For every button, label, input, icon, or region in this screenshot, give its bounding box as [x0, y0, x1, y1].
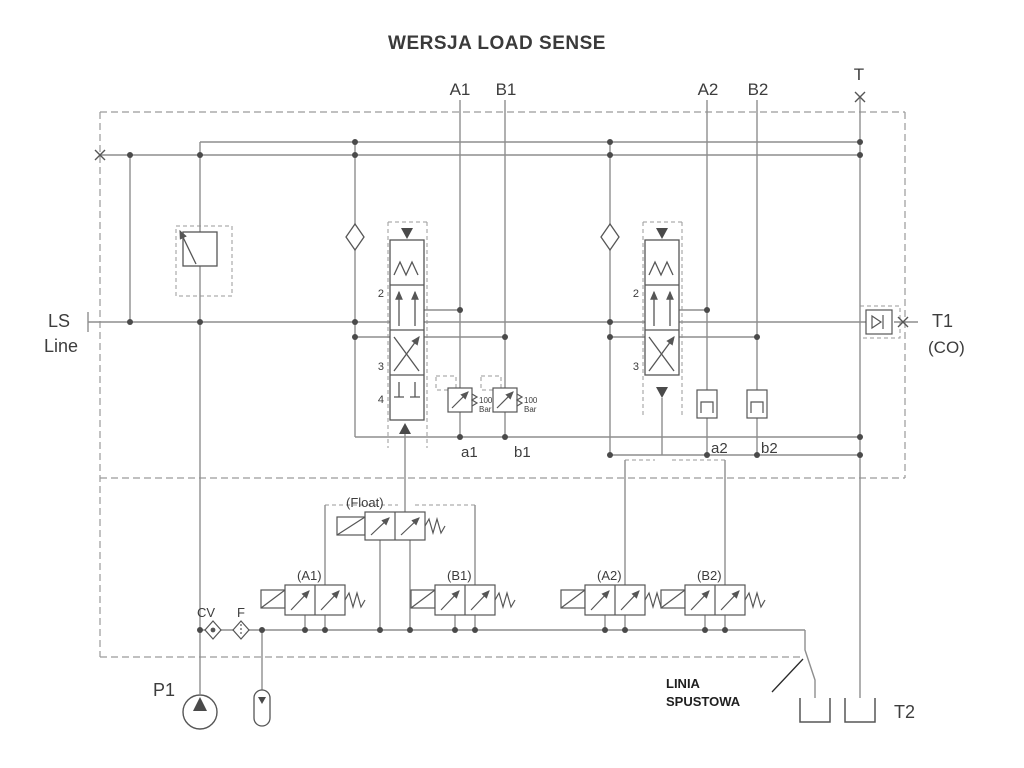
- page-title: WERSJA LOAD SENSE: [388, 33, 606, 54]
- main-spool-valve-1: [389, 228, 425, 434]
- label-spool1-pos2: 2: [378, 288, 384, 300]
- label-f: F: [237, 605, 245, 620]
- pump: [182, 694, 218, 730]
- shock-valve-a2: [696, 389, 718, 419]
- label-drain-line-1: LINIA: [666, 676, 701, 691]
- label-solenoid-b1: (B1): [447, 568, 472, 583]
- main-relief-valve: [179, 229, 218, 267]
- label-spool1-pos3: 3: [378, 361, 384, 373]
- tank-t2: [844, 698, 876, 723]
- float-solenoid-valve: [336, 511, 446, 541]
- port-relief-valve-a1: [447, 387, 479, 413]
- label-ls-line: Line: [44, 336, 78, 356]
- label-spool2-pos3: 3: [633, 361, 639, 373]
- label-float-valve: (Float): [346, 495, 384, 510]
- label-relief-left-100: 100: [479, 396, 493, 405]
- label-ls: LS: [48, 311, 70, 331]
- label-pilot-a1: a1: [461, 444, 478, 461]
- solenoid-valve-b1: [410, 584, 516, 616]
- solenoid-valve-a2: [560, 584, 666, 616]
- label-spool2-pos2: 2: [633, 288, 639, 300]
- label-port-b2: B2: [748, 80, 769, 99]
- tank-drain: [799, 698, 831, 723]
- label-solenoid-a2: (A2): [597, 568, 622, 583]
- label-solenoid-b2: (B2): [697, 568, 722, 583]
- label-port-a1: A1: [450, 80, 471, 99]
- pilot-dashed-lines: [175, 221, 901, 506]
- label-t2: T2: [894, 702, 915, 722]
- label-pilot-b2: b2: [761, 440, 778, 457]
- label-t1: T1: [932, 311, 953, 331]
- port-x-t1: [897, 316, 909, 328]
- label-t1-co: (CO): [928, 338, 965, 357]
- label-port-b1: B1: [496, 80, 517, 99]
- main-spool-valve-2: [644, 228, 680, 398]
- shock-valve-b2: [746, 389, 768, 419]
- label-port-a2: A2: [698, 80, 719, 99]
- solenoid-valve-a1: [260, 584, 366, 616]
- port-relief-valve-b1: [492, 387, 524, 413]
- filter: [232, 620, 250, 640]
- label-pilot-a2: a2: [711, 440, 728, 457]
- check-valve-1: [345, 222, 365, 252]
- junction-dots: [127, 139, 863, 633]
- solenoid-valve-b2: [660, 584, 766, 616]
- cv-check-valve: [204, 620, 222, 640]
- check-valve-2: [600, 222, 620, 252]
- label-relief-right-bar: Bar: [524, 405, 537, 414]
- label-spool1-pos4: 4: [378, 394, 384, 406]
- port-x-ls: [94, 149, 106, 161]
- enclosure-boundary: [99, 111, 906, 658]
- label-relief-left-bar: Bar: [479, 405, 492, 414]
- label-cv: CV: [197, 605, 215, 620]
- label-port-t: T: [854, 65, 864, 84]
- label-drain-line-2: SPUSTOWA: [666, 694, 741, 709]
- accumulator: [253, 689, 271, 727]
- label-solenoid-a1: (A1): [297, 568, 322, 583]
- label-p1: P1: [153, 680, 175, 700]
- label-relief-right-100: 100: [524, 396, 538, 405]
- label-pilot-b1: b1: [514, 444, 531, 461]
- port-x-t: [854, 91, 866, 103]
- drain-pointer-line: [771, 658, 804, 693]
- t1-restrictor: [865, 309, 893, 335]
